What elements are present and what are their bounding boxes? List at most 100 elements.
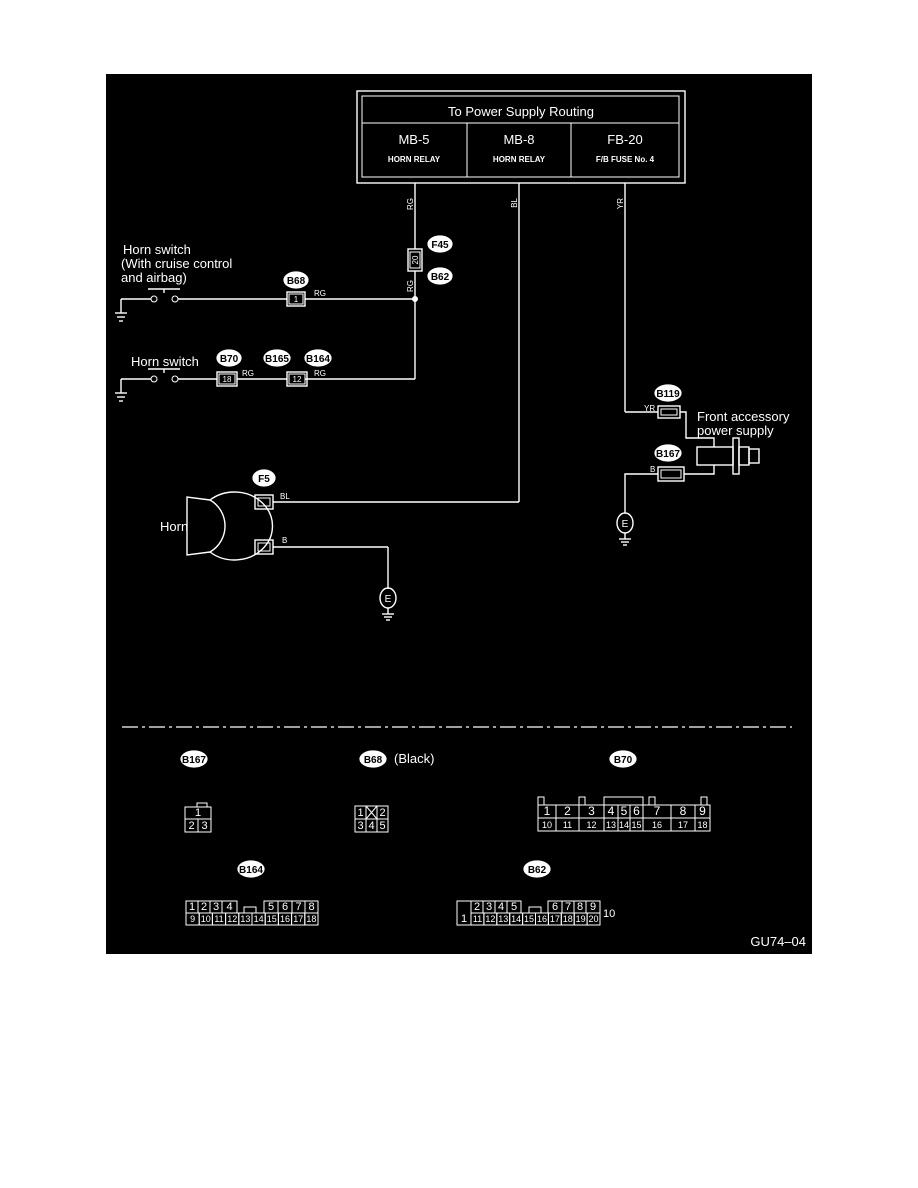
mb8-label: MB-8 <box>503 132 534 147</box>
badge-b68: B68 <box>283 271 309 289</box>
mb5-desc: HORN RELAY <box>388 155 441 164</box>
b70-pin-label: 17 <box>678 820 688 830</box>
b164-pin-label: 9 <box>190 914 195 924</box>
svg-text:B165: B165 <box>265 354 289 365</box>
b167-pin-label: 3 <box>201 820 207 832</box>
b70-pin-label: 3 <box>588 804 595 818</box>
view-b167-title: B167 <box>180 750 208 768</box>
b-label-b167: B <box>650 465 655 474</box>
b70-pin-label: 12 <box>586 820 596 830</box>
svg-text:B68: B68 <box>287 276 306 287</box>
b70-pin-label: 15 <box>631 820 641 830</box>
b70-pin: 18 <box>223 375 232 384</box>
b164-pin-label: 1 <box>189 901 195 913</box>
b62-pin-label: 12 <box>485 914 495 924</box>
b62-pin-label: 19 <box>576 914 586 924</box>
fb20-desc: F/B FUSE No. 4 <box>596 155 655 164</box>
b62-pin-label: 17 <box>550 914 560 924</box>
b62-pin-label: 6 <box>552 901 558 913</box>
b70-pin-label: 5 <box>621 804 628 818</box>
view-b70-title: B70 <box>609 750 637 768</box>
b70-pin-label: 2 <box>564 804 571 818</box>
view-b68-title: B68 (Black) <box>359 750 434 768</box>
b70-cell <box>694 817 711 832</box>
b167-pin-label: 1 <box>195 807 201 819</box>
b164-pin: 12 <box>293 375 302 384</box>
b62-pin-label: 10 <box>603 908 615 920</box>
b70-pin-label: 16 <box>652 820 662 830</box>
horn-switch: Horn switch 18 RG 12 RG <box>115 354 326 402</box>
yr-label-b119: YR <box>644 404 655 413</box>
power-supply-box: To Power Supply Routing MB-5 HORN RELAY … <box>356 90 686 184</box>
b62-pin-label: 7 <box>565 901 571 913</box>
yr-label-top: YR <box>616 198 625 209</box>
view-b164-title: B164 <box>237 860 265 878</box>
b68-pin-label: 4 <box>368 820 374 832</box>
badge-b164: B164 <box>304 349 332 367</box>
bl-label-top: BL <box>510 197 519 207</box>
bl-label-horn: BL <box>280 492 290 501</box>
b164-pin-label: 16 <box>280 914 290 924</box>
svg-text:B167: B167 <box>182 755 206 766</box>
b164-pin-label: 3 <box>213 901 219 913</box>
b164-pin-label: 11 <box>214 914 223 924</box>
svg-text:B167: B167 <box>656 449 680 460</box>
svg-text:B164: B164 <box>239 865 263 876</box>
rg-label-b164: RG <box>314 369 326 378</box>
b167-connector: B <box>624 465 685 513</box>
front-accessory-power-supply: Front accessory power supply <box>684 409 790 475</box>
rg-label-top: RG <box>406 198 415 210</box>
badge-b70: B70 <box>216 349 242 367</box>
b62-pin-label: 18 <box>563 914 573 924</box>
b70-pin-label: 4 <box>608 804 615 818</box>
b62-pin-label: 16 <box>537 914 547 924</box>
b164-pin-label: 5 <box>268 901 274 913</box>
b62-pin-label: 4 <box>498 901 504 913</box>
diagram-panel <box>106 74 812 954</box>
b62-cell <box>586 912 601 926</box>
fb20-label: FB-20 <box>607 132 642 147</box>
b70-pin-label: 10 <box>542 820 552 830</box>
svg-text:B62: B62 <box>528 865 547 876</box>
b164-pin-label: 13 <box>240 914 250 924</box>
figure-code: GU74–04 <box>750 934 806 949</box>
b70-pin-label: 1 <box>544 804 551 818</box>
b62-pin-label: 3 <box>486 901 492 913</box>
bl-wire: BL BL <box>273 183 520 503</box>
b62-pin-label: 5 <box>511 901 517 913</box>
b164-pin-label: 10 <box>201 914 211 924</box>
b62-pin-label: 13 <box>498 914 508 924</box>
b164-pin-label: 4 <box>226 901 232 913</box>
front-acc-label-1: Front accessory <box>697 409 790 424</box>
horn-switch-cruise-label-3: and airbag) <box>121 270 187 285</box>
horn-switch-cruise-label-1: Horn switch <box>123 242 191 257</box>
rg-label-mid: RG <box>406 280 415 292</box>
b164-pin-label: 18 <box>306 914 316 924</box>
b164-pin-label: 8 <box>308 901 314 913</box>
svg-text:F5: F5 <box>258 474 270 485</box>
horn-switch-cruise-label-2: (With cruise control <box>121 256 232 271</box>
b164-pin-label: 14 <box>254 914 264 924</box>
power-box-title: To Power Supply Routing <box>448 104 594 119</box>
b70-pin-label: 6 <box>633 804 640 818</box>
b164-pin-label: 15 <box>267 914 277 924</box>
b167-pin-label: 2 <box>188 820 194 832</box>
b164-pin-label: 12 <box>227 914 237 924</box>
badge-f45: F45 <box>427 235 453 253</box>
b167-cell <box>197 818 212 833</box>
b68-pin-label: 2 <box>379 807 385 819</box>
b68-pin-label: 3 <box>357 820 363 832</box>
b70-pin-label: 11 <box>563 820 572 830</box>
b164-pin-label: 6 <box>282 901 288 913</box>
b62-pin-label: 14 <box>511 914 521 924</box>
svg-text:F45: F45 <box>431 240 449 251</box>
view-b62-title: B62 <box>523 860 551 878</box>
b62-pin-label: 1 <box>461 913 467 925</box>
b164-pin-label: 2 <box>201 901 207 913</box>
b62-pin-label: 20 <box>589 914 599 924</box>
svg-text:B68: B68 <box>364 755 383 766</box>
